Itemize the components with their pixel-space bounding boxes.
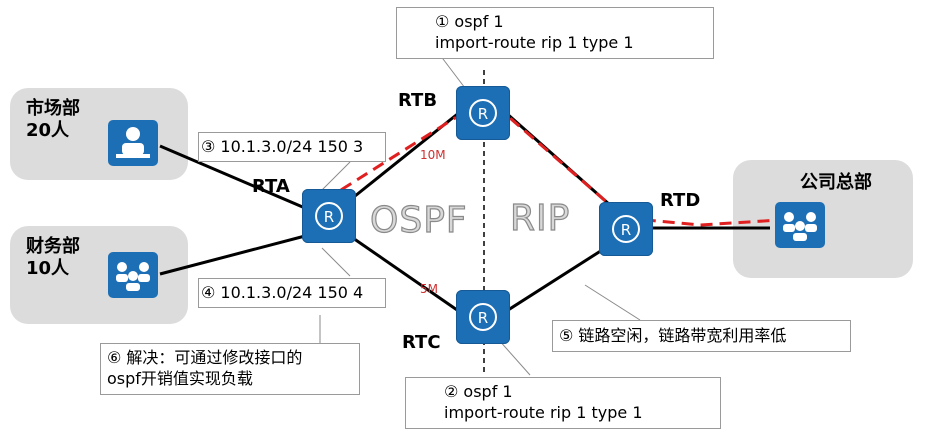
market-label: 市场部 20人 bbox=[26, 98, 80, 142]
router-rtc-icon: R bbox=[456, 290, 510, 344]
router-rta-icon: R bbox=[302, 189, 356, 243]
note-1-box: ① ospf 1 import-route rip 1 type 1 bbox=[396, 7, 714, 59]
finance-name: 财务部 bbox=[26, 236, 80, 257]
note-1-line2: import-route rip 1 type 1 bbox=[435, 33, 634, 52]
note-4-box: ④ 10.1.3.0/24 150 4 bbox=[198, 278, 386, 308]
hq-user-group-icon bbox=[775, 202, 825, 248]
leader-note3 bbox=[321, 161, 351, 191]
router-rtb-icon: R bbox=[456, 86, 510, 140]
ospf-area-label: OSPF bbox=[369, 199, 468, 241]
finance-group bbox=[10, 226, 188, 324]
hq-label: 公司总部 bbox=[800, 172, 872, 193]
link-finance-rta bbox=[159, 234, 306, 276]
leader-note4 bbox=[321, 247, 351, 277]
note-4-text: ④ 10.1.3.0/24 150 4 bbox=[201, 283, 364, 302]
link-market-rta bbox=[159, 144, 306, 210]
rtd-label: RTD bbox=[660, 190, 701, 211]
note-2-line1: ② ospf 1 bbox=[444, 382, 513, 401]
rta-label: RTA bbox=[252, 176, 290, 197]
note-6-box: ⑥ 解决：可通过修改接口的 ospf开销值实现负载 bbox=[100, 343, 360, 395]
finance-count: 10人 bbox=[26, 258, 70, 279]
rip-area-label: RIP bbox=[509, 197, 571, 239]
leader-note1 bbox=[439, 54, 469, 93]
finance-user-group-icon bbox=[108, 252, 158, 298]
router-rtd-icon: R bbox=[599, 202, 653, 256]
svg-text:R: R bbox=[324, 208, 334, 226]
svg-text:R: R bbox=[621, 221, 631, 239]
rtc-label: RTC bbox=[402, 332, 441, 353]
market-name: 市场部 bbox=[26, 98, 80, 119]
rtb-label: RTB bbox=[398, 90, 438, 111]
bandwidth-5m: 5M bbox=[420, 282, 438, 296]
market-group bbox=[10, 88, 188, 180]
note-6-line1: ⑥ 解决：可通过修改接口的 bbox=[107, 348, 303, 367]
note-3-text: ③ 10.1.3.0/24 150 3 bbox=[201, 137, 364, 156]
link-rta-rtc bbox=[349, 234, 461, 314]
note-5-text: ⑤ 链路空闲，链路带宽利用率低 bbox=[559, 326, 787, 345]
note-6-line2: ospf开销值实现负载 bbox=[107, 369, 253, 388]
note-1-line1: ① ospf 1 bbox=[435, 12, 504, 31]
note-3-box: ③ 10.1.3.0/24 150 3 bbox=[198, 132, 386, 162]
note-2-box: ② ospf 1 import-route rip 1 type 1 bbox=[405, 377, 721, 429]
market-count: 20人 bbox=[26, 120, 70, 141]
market-user-icon bbox=[108, 120, 158, 166]
note-5-box: ⑤ 链路空闲，链路带宽利用率低 bbox=[552, 320, 851, 352]
svg-text:R: R bbox=[478, 105, 488, 123]
finance-label: 财务部 10人 bbox=[26, 236, 80, 280]
bandwidth-10m: 10M bbox=[420, 148, 446, 162]
leader-note5 bbox=[584, 284, 641, 321]
note-2-line2: import-route rip 1 type 1 bbox=[444, 403, 643, 422]
link-rtc-rtd bbox=[504, 243, 611, 314]
svg-text:R: R bbox=[478, 309, 488, 327]
